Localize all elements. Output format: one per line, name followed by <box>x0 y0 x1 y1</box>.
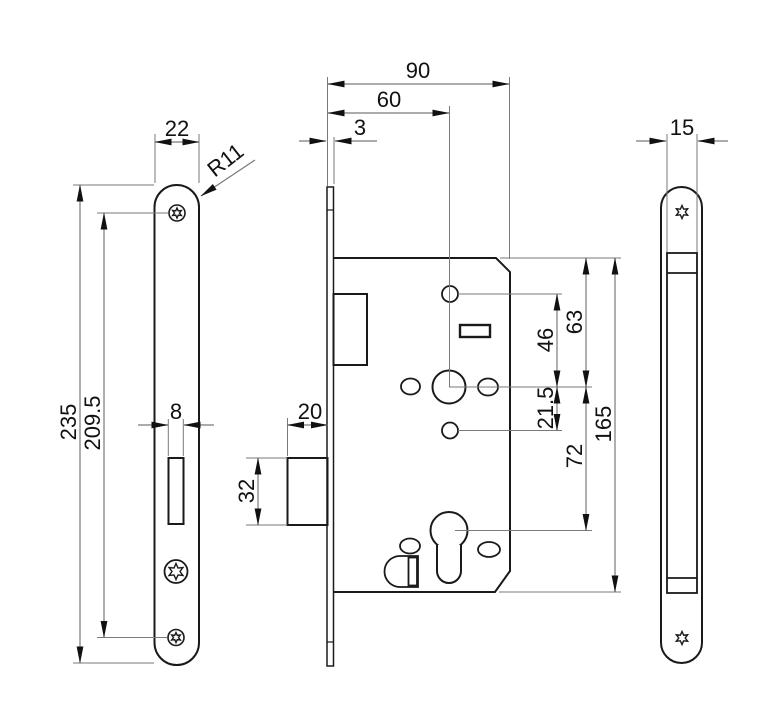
dim-label-90: 90 <box>406 58 430 83</box>
dim-bolt-throw: 20 <box>287 399 328 456</box>
dim-label-63: 63 <box>562 310 587 334</box>
dim-label-20: 20 <box>298 399 322 424</box>
dim-label-32: 32 <box>234 479 259 503</box>
lower-fixing-hole <box>441 421 459 440</box>
top-screw-hole <box>168 204 186 222</box>
clip-oval-hole <box>399 537 421 555</box>
dim-corner-radius: R11 <box>200 138 256 197</box>
dim-faceplate-height: 235 <box>56 184 154 664</box>
dim-label-3: 3 <box>354 115 366 140</box>
dim-top-hole-offset: 63 <box>562 257 590 388</box>
dim-label-165: 165 <box>591 406 616 443</box>
dim-label-72: 72 <box>562 444 587 468</box>
edge-case-body <box>666 252 698 594</box>
dim-label-22: 22 <box>165 116 189 141</box>
deadbolt-extended <box>286 457 329 526</box>
lock-case-outline <box>333 257 511 593</box>
dim-faceplate-width: 22 <box>154 116 200 183</box>
dim-label-209.5: 209.5 <box>80 395 105 450</box>
stop-slot <box>458 323 492 339</box>
bottom-screw-hole <box>167 628 185 647</box>
dim-edge-width: 15 <box>636 115 728 252</box>
dim-label-r11: R11 <box>202 138 248 182</box>
dim-label-46: 46 <box>533 328 558 352</box>
faceplate-edge <box>326 186 335 667</box>
retainer-clip-bar <box>407 556 418 587</box>
dim-slot-width: 8 <box>138 399 214 456</box>
euro-cylinder-stem <box>436 545 462 584</box>
leader-lines-right <box>449 257 621 593</box>
dim-case-depth: 90 <box>327 58 510 259</box>
dim-backset: 60 <box>327 87 450 387</box>
dim-bolt-height: 32 <box>234 457 286 526</box>
dim-screw-spacing: 209.5 <box>80 212 168 638</box>
torx-screw-icon <box>172 633 181 643</box>
dim-label-15: 15 <box>670 115 694 140</box>
dim-label-235: 235 <box>56 404 81 441</box>
dim-follower-to-small-hole: 21.5 <box>533 386 561 431</box>
latch-bolt-block <box>332 293 368 366</box>
torx-screw-icon <box>169 564 183 580</box>
cylinder-right-oval-hole <box>477 541 501 558</box>
dim-follower-to-top-hole: 46 <box>533 293 561 388</box>
torx-screw-icon <box>676 632 687 645</box>
edge-faceplate-outline <box>660 186 703 664</box>
torx-screw-icon <box>173 208 182 218</box>
edge-view: 15 <box>636 115 728 664</box>
dim-label-8: 8 <box>170 399 182 424</box>
faceplate-front-view: 22 R11 235 209.5 8 <box>56 116 256 666</box>
center-torx-screw <box>163 559 189 584</box>
lock-case-side-view: 90 60 3 20 32 <box>234 58 621 667</box>
deadbolt-slot <box>167 457 185 525</box>
dim-plate-thickness: 3 <box>299 115 377 184</box>
dim-label-21.5: 21.5 <box>533 387 558 430</box>
torx-screw-icon <box>676 206 687 219</box>
follower-left-oval-hole <box>400 377 421 396</box>
dim-label-60: 60 <box>377 87 401 112</box>
dim-follower-to-cylinder: 72 <box>562 386 590 531</box>
dim-case-height: 165 <box>591 257 619 593</box>
